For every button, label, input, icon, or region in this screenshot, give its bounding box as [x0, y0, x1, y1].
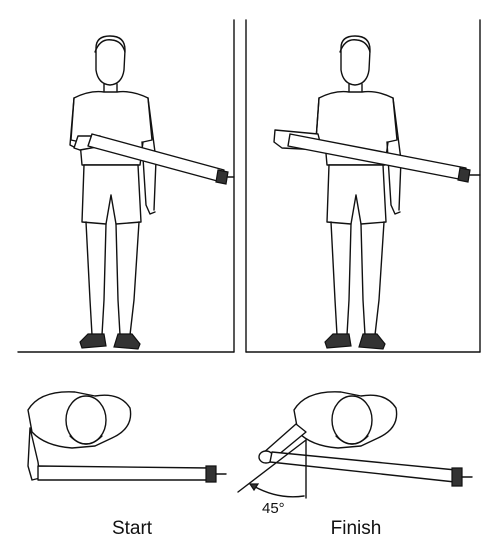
start-label: Start [72, 518, 192, 540]
finish-standing-figure [274, 36, 401, 349]
start-top-view [28, 392, 226, 482]
angle-label: 45° [262, 500, 285, 517]
finish-label: Finish [296, 518, 416, 540]
start-standing-figure [70, 36, 156, 349]
finish-top-view [238, 392, 472, 498]
